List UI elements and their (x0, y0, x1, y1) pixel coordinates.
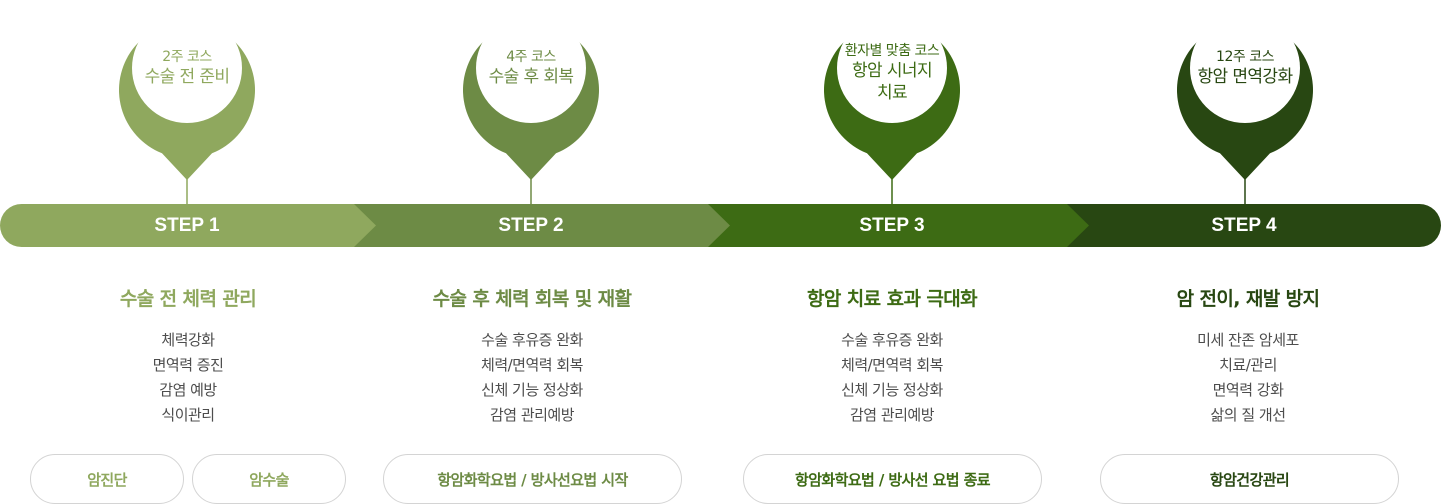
step-4-column: 암 전이, 재발 방지 미세 잔존 암세포 치료/관리 면역력 강화 삶의 질 … (1068, 284, 1428, 428)
anticancer-health-care-button[interactable]: 항암건강관리 (1100, 454, 1399, 504)
step-4-course: 12주 코스 (1216, 49, 1274, 65)
chemo-radiation-end-button[interactable]: 항암화학요법 / 방사선 요법 종료 (743, 454, 1042, 504)
cancer-diagnosis-button[interactable]: 암진단 (30, 454, 184, 504)
step-3-item: 신체 기능 정상화 (841, 381, 943, 399)
step-4-pin-text: 12주 코스 항암 면역강화 (1170, 48, 1320, 88)
step-3-pin-text: 환자별 맞춤 코스 항암 시너지 치료 (817, 42, 967, 104)
chemo-radiation-start-button[interactable]: 항암화학요법 / 방사선요법 시작 (383, 454, 682, 504)
step-1-pin-text: 2주 코스 수술 전 준비 (112, 48, 262, 88)
step-3-item: 수술 후유증 완화 (841, 331, 943, 349)
step-3-column: 항암 치료 효과 극대화 수술 후유증 완화 체력/면역력 회복 신체 기능 정… (712, 284, 1072, 428)
step-2-column: 수술 후 체력 회복 및 재활 수술 후유증 완화 체력/면역력 회복 신체 기… (352, 284, 712, 428)
step-4-pin (1176, 13, 1313, 204)
step-2-item: 신체 기능 정상화 (481, 381, 583, 399)
step-2-pin-text: 4주 코스 수술 후 회복 (456, 48, 606, 88)
step-1-label: STEP 1 (154, 215, 220, 236)
step-3-course: 환자별 맞춤 코스 (844, 43, 940, 59)
step-4-item: 면역력 강화 (1212, 381, 1284, 399)
step-4-item: 치료/관리 (1219, 356, 1277, 374)
step-1-item: 체력강화 (161, 331, 215, 349)
step-2-segment (354, 204, 732, 247)
step-2-item: 감염 관리예방 (489, 406, 575, 424)
step-2-pin (462, 13, 599, 204)
step-timeline-bar (0, 204, 1441, 247)
step-1-segment (0, 204, 378, 247)
step-3-segment (708, 204, 1091, 247)
step-3-item: 체력/면역력 회복 (841, 356, 943, 374)
step-4-label: STEP 4 (1211, 215, 1277, 236)
step-2-item: 수술 후유증 완화 (481, 331, 583, 349)
step-pins (119, 13, 1313, 204)
step-1-pin-title: 수술 전 준비 (144, 67, 230, 87)
step-2-label: STEP 2 (498, 215, 564, 236)
step-3-pin-title-line-1: 항암 시너지 (851, 61, 933, 81)
step-4-segment (1067, 204, 1441, 247)
step-1-item: 식이관리 (161, 406, 215, 424)
step-4-pin-title: 항암 면역강화 (1197, 67, 1293, 87)
step-4-item: 미세 잔존 암세포 (1197, 331, 1299, 349)
step-1-course: 2주 코스 (162, 49, 212, 65)
step-1-column: 수술 전 체력 관리 체력강화 면역력 증진 감염 예방 식이관리 (8, 284, 368, 428)
step-3-pin (823, 13, 960, 204)
step-1-item: 면역력 증진 (152, 356, 224, 374)
step-2-item: 체력/면역력 회복 (481, 356, 583, 374)
step-2-course: 4주 코스 (506, 49, 556, 65)
step-4-item: 삶의 질 개선 (1210, 406, 1286, 424)
step-3-label: STEP 3 (859, 215, 925, 236)
step-3-title: 항암 치료 효과 극대화 (807, 288, 978, 310)
cancer-surgery-button[interactable]: 암수술 (192, 454, 346, 504)
step-1-title: 수술 전 체력 관리 (119, 288, 257, 310)
step-3-pin-title-line-2: 치료 (876, 83, 908, 103)
step-4-title: 암 전이, 재발 방지 (1176, 288, 1320, 310)
step-1-pin (119, 13, 256, 204)
step-2-title: 수술 후 체력 회복 및 재활 (432, 288, 632, 310)
step-3-item: 감염 관리예방 (849, 406, 935, 424)
step-1-item: 감염 예방 (159, 381, 217, 399)
step-2-pin-title: 수술 후 회복 (488, 67, 574, 87)
